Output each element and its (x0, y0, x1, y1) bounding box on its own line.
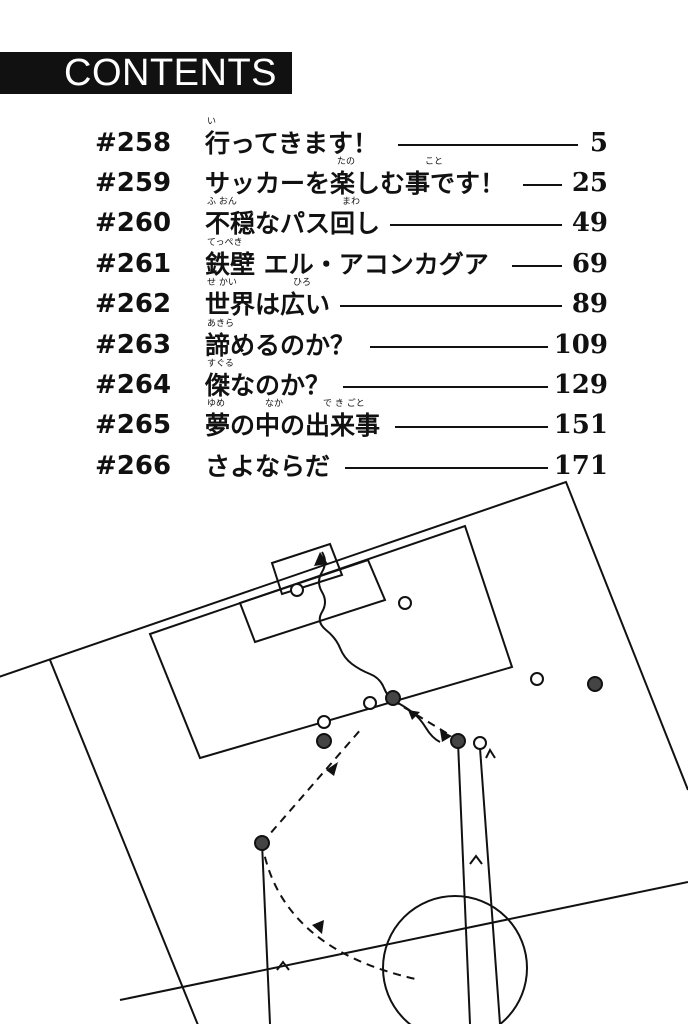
page-number: 109 (553, 330, 608, 360)
chapter-number: #261 (95, 249, 172, 279)
chapter-title: 鉄壁 エル・アコンカグア (205, 250, 489, 279)
chapter-row: #262 世界は広い せ かい ひろ 89 (0, 278, 688, 323)
chapter-title: 不穏なパス回し (205, 209, 381, 238)
chapter-title: 夢の中の出来事 (205, 411, 381, 440)
page-number: 129 (553, 370, 608, 400)
furigana-reading: ふ おん (207, 197, 237, 207)
chapter-number: #264 (95, 370, 172, 400)
chapter-title: 世界は広い (205, 290, 331, 319)
chapter-title: 諦めるのか？ (205, 331, 356, 360)
furigana-reading: で き ごと (323, 399, 365, 409)
page-number: 171 (553, 451, 608, 481)
chapter-number: #265 (95, 410, 172, 440)
page-number: 5 (589, 128, 608, 158)
page-number: 69 (571, 249, 608, 279)
chapter-row: #263 諦めるのか？ あきら 109 (0, 319, 688, 364)
leader-line (398, 144, 578, 146)
chapter-number: #263 (95, 330, 172, 360)
chapter-row: #261 鉄壁 エル・アコンカグア てっぺき 69 (0, 238, 688, 283)
page-number: 89 (571, 289, 608, 319)
chapter-number: #259 (95, 168, 172, 198)
page-number: 49 (571, 208, 608, 238)
chapter-number: #262 (95, 289, 172, 319)
chapter-row: #260 不穏なパス回し ふ おん まわ 49 (0, 197, 688, 242)
leader-line (395, 426, 548, 428)
chapter-row: #264 傑なのか？ すぐる 129 (0, 359, 688, 404)
leader-line (512, 265, 562, 267)
chapter-row: #266 さよならだ 171 (0, 445, 688, 485)
furigana-reading: なか (265, 399, 284, 409)
furigana-reading: あきら (207, 319, 235, 329)
chapter-row: #265 夢の中の出来事 ゆめ なか で き ごと 151 (0, 399, 688, 444)
leader-line (345, 467, 548, 469)
chapter-title: さよならだ (205, 452, 331, 481)
furigana-reading: せ かい (207, 278, 237, 288)
leader-line (390, 224, 562, 226)
furigana-reading: い (207, 117, 217, 127)
furigana-reading: ゆめ (207, 399, 226, 409)
soccer-field-play-diagram-icon (0, 480, 688, 1024)
furigana-reading: ひろ (293, 278, 312, 288)
chapter-number: #258 (95, 128, 172, 158)
page-title: CONTENTS (64, 52, 277, 94)
leader-line (370, 346, 548, 348)
leader-line (340, 305, 562, 307)
page-number: 151 (553, 410, 608, 440)
chapter-number: #260 (95, 208, 172, 238)
furigana-reading: たの (337, 157, 356, 167)
chapter-title: サッカーを楽しむ事です！ (205, 169, 506, 198)
chapter-title: 行ってきます！ (205, 129, 379, 158)
contents-banner: CONTENTS (0, 52, 292, 94)
furigana-reading: すぐる (207, 359, 234, 369)
chapter-title: 傑なのか？ (205, 371, 331, 400)
leader-line (523, 184, 562, 186)
chapter-row: #259 サッカーを楽しむ事です！ たの こと 25 (0, 157, 688, 202)
chapter-row: #258 行ってきます！ い 5 (0, 117, 688, 162)
leader-line (343, 386, 548, 388)
furigana-reading: こと (425, 157, 444, 167)
furigana-reading: てっぺき (207, 238, 243, 248)
chapter-number: #266 (95, 451, 172, 481)
page-number: 25 (571, 168, 608, 198)
furigana-reading: まわ (342, 197, 361, 207)
